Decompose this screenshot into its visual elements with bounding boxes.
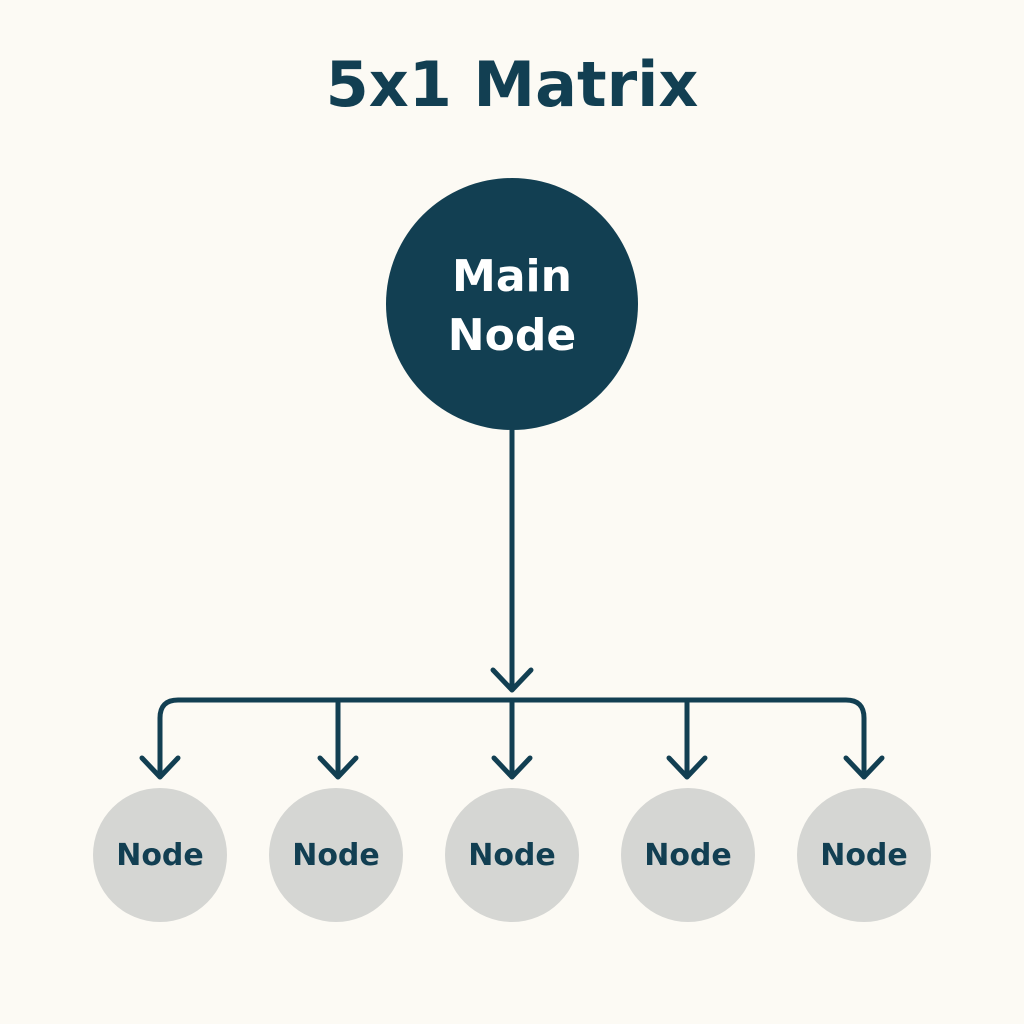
main-node: Main Node: [386, 178, 638, 430]
child-node-label: Node: [820, 838, 908, 873]
child-node-3: Node: [445, 788, 579, 922]
child-node-4: Node: [621, 788, 755, 922]
main-arrowhead-icon: [490, 667, 534, 693]
arrowhead-icon-3: [491, 755, 533, 780]
arrowhead-icon-1: [139, 755, 181, 780]
main-node-label: Main: [452, 251, 572, 302]
arrowhead-icon-5: [843, 755, 885, 780]
child-node-5: Node: [797, 788, 931, 922]
child-nodes: Node Node Node Node Node: [93, 788, 931, 922]
child-node-label: Node: [116, 838, 204, 873]
main-node-label: Node: [448, 310, 576, 361]
child-node-label: Node: [644, 838, 732, 873]
arrowhead-icon-2: [317, 755, 359, 780]
child-node-1: Node: [93, 788, 227, 922]
child-node-label: Node: [292, 838, 380, 873]
child-node-circle: [269, 788, 403, 922]
child-node-circle: [797, 788, 931, 922]
arrowhead-icon-4: [666, 755, 708, 780]
connector-lines: [139, 427, 885, 780]
diagram-title: 5x1 Matrix: [326, 48, 699, 121]
child-node-circle: [621, 788, 755, 922]
main-node-circle: [386, 178, 638, 430]
child-node-circle: [93, 788, 227, 922]
child-node-2: Node: [269, 788, 403, 922]
child-node-circle: [445, 788, 579, 922]
child-node-label: Node: [468, 838, 556, 873]
